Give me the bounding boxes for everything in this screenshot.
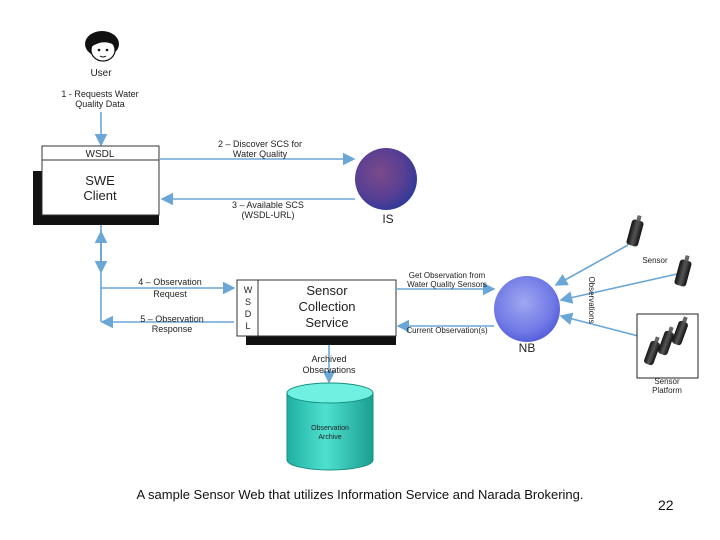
scs-wsdl-s: S	[245, 297, 251, 307]
message-3-line1: 3 – Available SCS	[232, 200, 304, 210]
get-observation-line1: Get Observation from	[409, 271, 486, 280]
message-2-line2: Water Quality	[233, 149, 288, 159]
message-1-line1: 1 - Requests Water	[61, 89, 138, 99]
scs-box	[236, 279, 397, 345]
archive-label-line2: Archive	[318, 434, 341, 441]
sensor-icon	[672, 316, 688, 346]
message-2-line1: 2 – Discover SCS for	[218, 139, 302, 149]
page-number: 22	[658, 497, 674, 513]
scs-wsdl-w: W	[244, 285, 253, 295]
sensor-label: Sensor	[642, 256, 668, 265]
message-5-line2: Response	[152, 324, 193, 334]
sensor-platform-line2: Platform	[652, 386, 682, 395]
sensor-icon	[644, 336, 660, 366]
scs-title-line2: Collection	[298, 299, 355, 314]
nb-sphere	[494, 276, 560, 342]
scs-wsdl-d: D	[245, 309, 252, 319]
scs-title-line3: Service	[305, 315, 348, 330]
swe-client-title-line1: SWE	[85, 173, 115, 188]
nb-label: NB	[519, 341, 536, 355]
swe-client-title-line2: Client	[83, 188, 117, 203]
user-label: User	[90, 68, 112, 79]
current-observation-label: Current Observation(s)	[406, 326, 488, 335]
archived-observations-line1: Archived	[311, 354, 346, 364]
user-icon	[85, 31, 119, 62]
swe-client-wsdl-header: WSDL	[86, 149, 115, 160]
message-3-line2: (WSDL-URL)	[242, 210, 295, 220]
scs-title-line1: Sensor	[306, 283, 348, 298]
message-4-line1: 4 – Observation	[138, 277, 202, 287]
sensor-icon	[674, 255, 692, 287]
is-sphere	[355, 148, 417, 210]
sensor2-to-nb-arrow	[559, 273, 678, 304]
swe-client-box	[33, 145, 160, 225]
figure-caption: A sample Sensor Web that utilizes Inform…	[136, 487, 584, 502]
sensor1-to-nb-arrow	[554, 244, 629, 286]
message-1-line2: Quality Data	[75, 99, 125, 109]
sensor-icon	[658, 326, 674, 356]
observations-label: Observations	[587, 276, 596, 323]
message-4-line2: Request	[153, 289, 187, 299]
sensor-icon	[626, 215, 644, 247]
archived-observations-line2: Observations	[302, 365, 356, 375]
platform-to-nb-arrow	[559, 312, 639, 337]
sensor-platform-line1: Sensor	[654, 377, 680, 386]
is-label: IS	[382, 212, 393, 226]
message-5-line1: 5 – Observation	[140, 314, 204, 324]
get-observation-line2: Water Quality Sensors	[407, 280, 487, 289]
observation-archive-cylinder	[286, 382, 374, 471]
archive-label-line1: Observation	[311, 425, 349, 432]
scs-wsdl-l: L	[245, 321, 250, 331]
